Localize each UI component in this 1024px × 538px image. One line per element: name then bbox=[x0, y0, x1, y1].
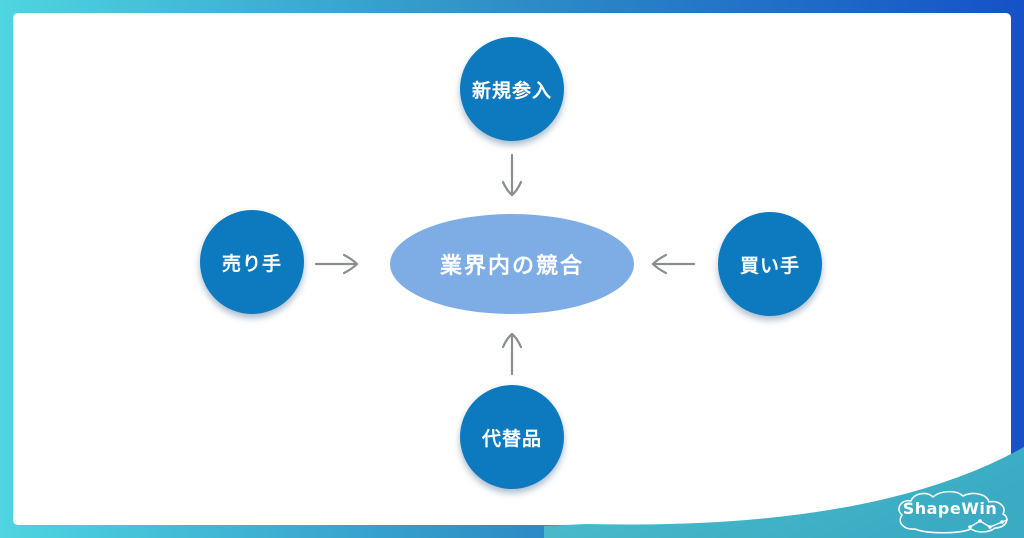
arrow-left-icon bbox=[648, 252, 696, 276]
node-new-entrants: 新規参入 bbox=[460, 37, 564, 141]
node-substitutes: 代替品 bbox=[460, 385, 564, 489]
node-new-entrants-label: 新規参入 bbox=[471, 79, 552, 102]
line-chart-icon bbox=[968, 519, 1008, 529]
shapewin-logo: ShapeWin bbox=[891, 489, 1019, 535]
arrow-down-icon bbox=[500, 153, 524, 201]
node-sellers: 売り手 bbox=[200, 210, 304, 314]
node-buyers-label: 買い手 bbox=[739, 254, 800, 277]
center-node-industry-rivalry: 業界内の競合 bbox=[390, 214, 634, 314]
cloud-outline-icon bbox=[898, 490, 1008, 534]
arrow-up-icon bbox=[500, 328, 524, 376]
arrow-right-icon bbox=[314, 252, 362, 276]
node-sellers-label: 売り手 bbox=[221, 252, 282, 275]
node-buyers: 買い手 bbox=[718, 212, 822, 316]
node-substitutes-label: 代替品 bbox=[481, 427, 542, 450]
swoosh-decoration bbox=[544, 447, 1024, 538]
center-node-label: 業界内の競合 bbox=[439, 254, 584, 279]
logo-text: ShapeWin bbox=[902, 499, 998, 518]
